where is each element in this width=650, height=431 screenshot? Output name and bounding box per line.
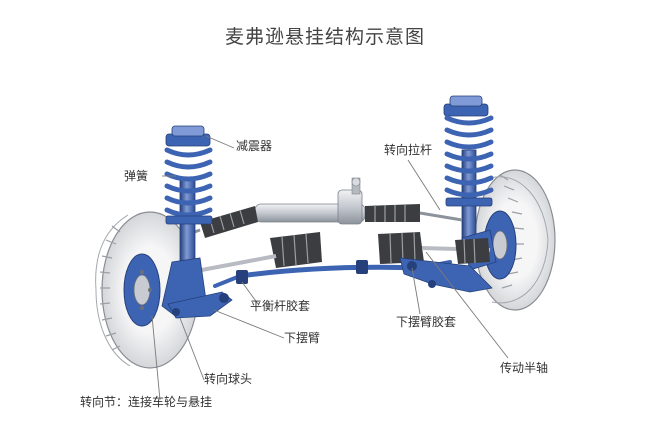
left-strut [161,125,213,319]
right-lower-arm [399,257,493,293]
left-wheel [95,211,199,369]
label-lower-arm-bushing: 下摆臂胶套 [396,314,456,329]
label-lower-arm: 下摆臂 [284,331,320,345]
diagram-title: 麦弗逊悬挂结构示意图 [224,26,425,48]
steering-rack [177,177,463,240]
label-tie-rod: 转向拉杆 [384,142,432,157]
label-spring: 弹簧 [124,168,148,183]
rack-boot-left [200,206,258,238]
label-stabilizer-bushing: 平衡杆胶套 [250,298,310,313]
right-coil-spring [444,115,494,198]
rack-boot-right [365,204,420,222]
leader-lines [151,135,509,401]
left-lower-arm [167,291,233,319]
label-steering-ball-joint: 转向球头 [204,371,252,386]
label-drive-half-shaft: 传动半轴 [500,360,548,375]
left-coil-spring [164,147,213,218]
label-shock-absorber: 减震器 [236,139,272,153]
label-steering-knuckle: 转向节：连接车轮与悬挂 [80,394,212,409]
